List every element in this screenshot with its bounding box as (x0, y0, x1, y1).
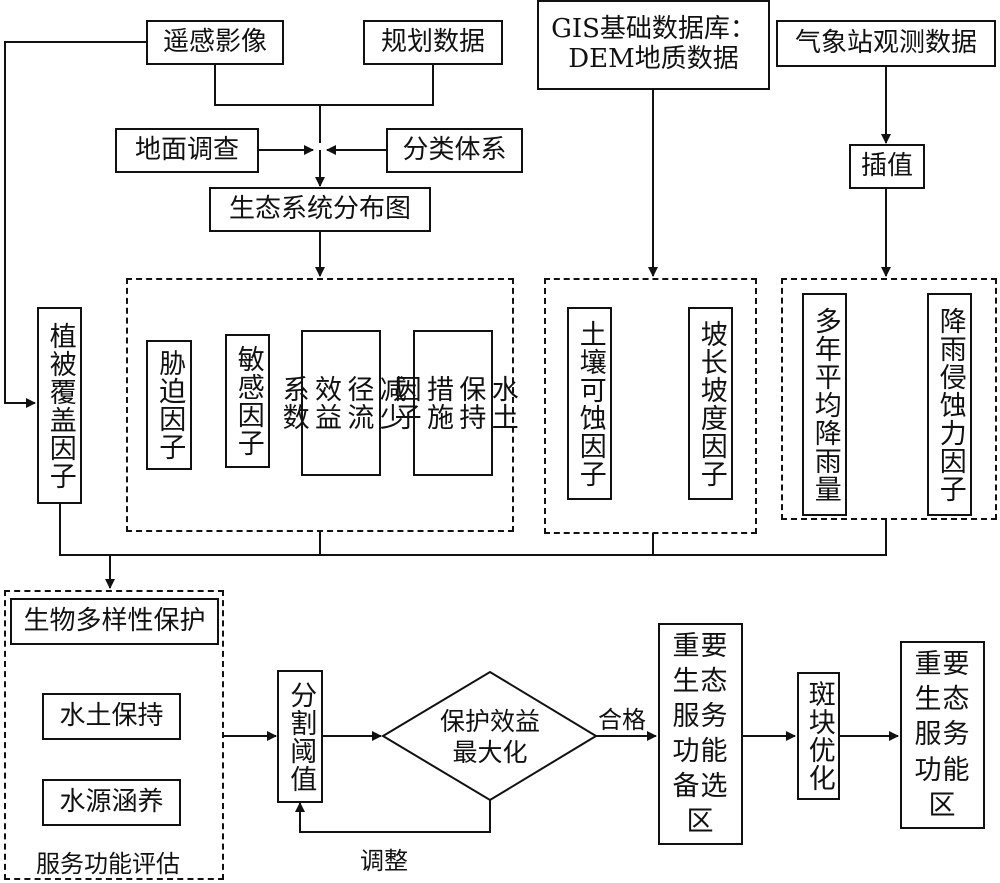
threshold-label: 分割阈值 (285, 680, 317, 793)
soil-erodibility-box: 土壤可蚀因子 (567, 307, 612, 500)
erosivity-label: 降雨侵蚀力因子 (934, 306, 966, 503)
sensitivity-factor-box: 敏感因子 (225, 334, 270, 468)
vegetation-factor-box: 植被覆盖因子 (37, 307, 82, 504)
water-conservation-label: 水源涵养 (59, 786, 164, 817)
decision-diamond (381, 670, 598, 802)
rainfall-label: 多年平均降雨量 (809, 306, 841, 503)
conservation-measure-box: 水土 保持 措施 因子 (390, 330, 518, 476)
runoff-coefficient-box: 减少 径流 效益 系数 (278, 330, 406, 476)
maximize-label-line2: 最大化 (452, 738, 528, 768)
threat-factor-label: 胁迫因子 (154, 349, 186, 461)
soil-conservation-label: 水土保持 (59, 700, 164, 731)
maximize-label: 保护效益 最大化 (400, 706, 580, 769)
service-evaluation-group (4, 590, 224, 880)
remote-sensing-box: 遥感影像 (146, 20, 284, 65)
ground-survey-label: 地面调查 (134, 134, 239, 165)
final-area-label: 重要生态服务功能区 (914, 649, 971, 821)
candidate-area-box: 重要生态服务功能备选区 (658, 623, 743, 845)
weather-station-label: 气象站观测数据 (794, 27, 977, 58)
patch-optimization-box: 斑块优化 (797, 672, 840, 800)
slope-factor-box: 坡长坡度因子 (688, 307, 733, 500)
gis-database-box: GIS基础数据库： DEM地质数据 (537, 0, 770, 90)
runoff-coefficient-label: 减少 径流 效益 系数 (277, 375, 406, 431)
classification-label: 分类体系 (402, 134, 507, 165)
planning-data-box: 规划数据 (363, 20, 503, 65)
soil-conservation-box: 水土保持 (42, 693, 181, 740)
rainfall-factor-group (781, 278, 997, 520)
candidate-area-label: 重要生态服务功能备选区 (672, 630, 729, 838)
ecosystem-map-box: 生态系统分布图 (209, 187, 431, 232)
planning-data-label: 规划数据 (380, 26, 485, 57)
water-conservation-box: 水源涵养 (42, 779, 181, 826)
soil-factor-group (544, 278, 757, 534)
interpolation-box: 插值 (849, 144, 925, 189)
gis-database-label: GIS基础数据库： (551, 14, 756, 45)
threat-factor-box: 胁迫因子 (146, 340, 192, 470)
patch-optimization-label: 斑块优化 (803, 680, 835, 792)
vegetation-factor-label: 植被覆盖因子 (44, 321, 76, 490)
gis-database-label-line2: DEM地质数据 (568, 44, 739, 74)
conservation-measure-label: 水土 保持 措施 因子 (389, 375, 518, 431)
threshold-box: 分割阈值 (277, 670, 323, 803)
qualified-label: 合格 (598, 706, 646, 734)
ecosystem-factor-group (126, 278, 514, 532)
erosivity-box: 降雨侵蚀力因子 (927, 293, 972, 516)
ground-survey-box: 地面调查 (115, 128, 259, 173)
biodiversity-label: 生物多样性保护 (23, 605, 206, 636)
ecosystem-map-label: 生态系统分布图 (228, 193, 411, 224)
evaluation-caption: 服务功能评估 (36, 850, 180, 878)
biodiversity-box: 生物多样性保护 (10, 598, 219, 645)
final-area-box: 重要生态服务功能区 (900, 641, 985, 829)
classification-box: 分类体系 (386, 128, 523, 173)
slope-factor-label: 坡长坡度因子 (695, 319, 727, 488)
remote-sensing-label: 遥感影像 (162, 26, 267, 57)
soil-erodibility-label: 土壤可蚀因子 (574, 319, 606, 488)
interpolation-label: 插值 (860, 150, 913, 181)
weather-station-box: 气象站观测数据 (776, 20, 996, 67)
sensitivity-factor-label: 敏感因子 (232, 345, 264, 457)
adjust-label: 调整 (360, 847, 408, 875)
maximize-label-line1: 保护效益 (439, 707, 540, 736)
rainfall-box: 多年平均降雨量 (802, 293, 847, 516)
